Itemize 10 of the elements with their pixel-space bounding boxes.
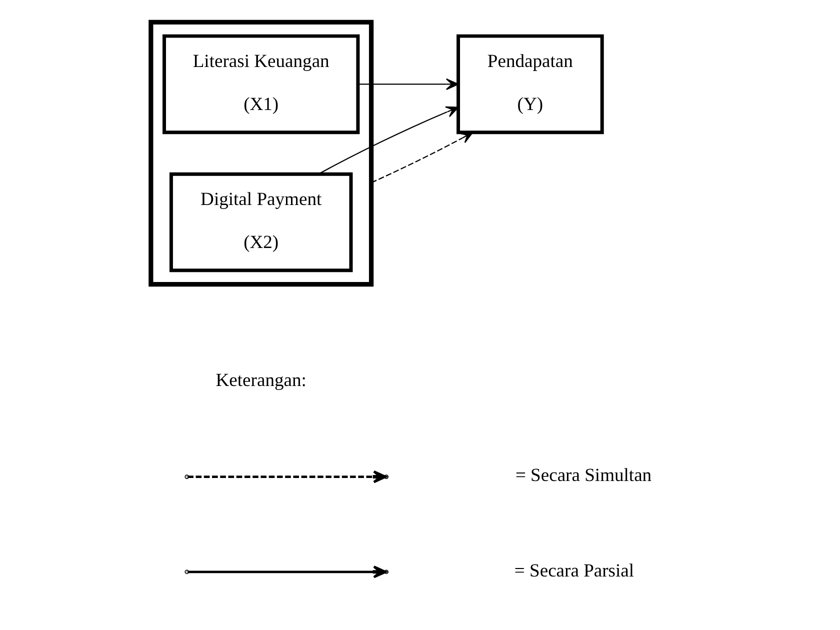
arrow [318, 106, 459, 174]
legend-label: = Secara Parsial [514, 560, 634, 582]
legend-label: = Secara Simultan [515, 465, 652, 486]
arrow [358, 78, 459, 90]
node-box: Pendapatan (Y) [456, 34, 604, 134]
cluster [148, 20, 374, 287]
node-box: Digital Payment (X2) [169, 172, 353, 272]
arrow [371, 132, 474, 184]
label: Keterangan: [216, 370, 306, 392]
node-box: Literasi Keuangan (X1) [162, 34, 360, 134]
